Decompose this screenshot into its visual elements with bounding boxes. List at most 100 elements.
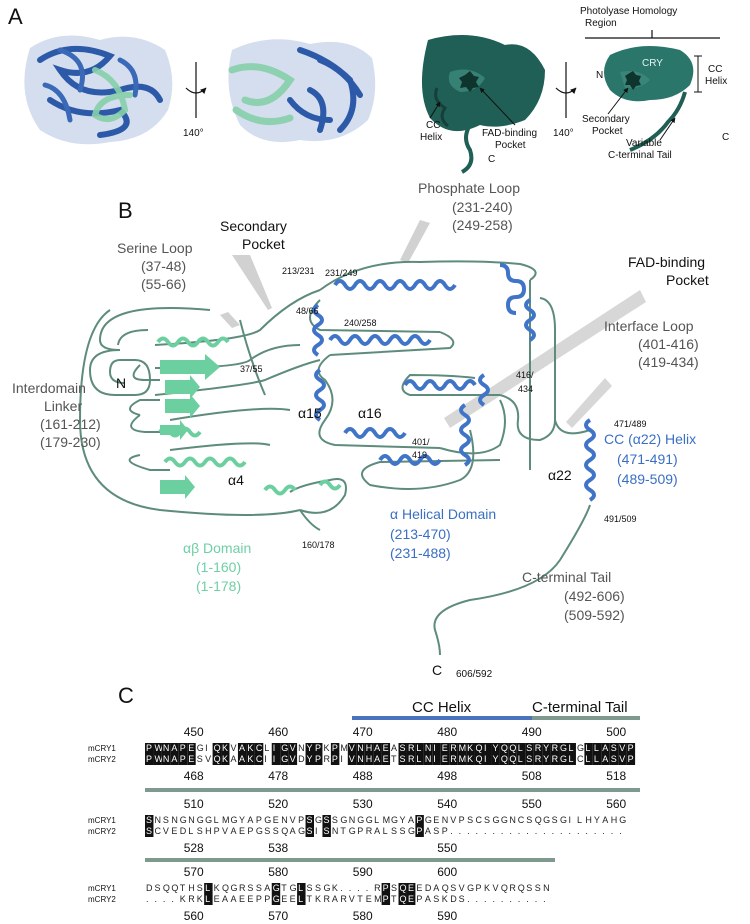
alignment-top-tick: 560	[606, 797, 626, 811]
c-tail-label: C-terminal Tail	[522, 569, 611, 585]
residue: D	[180, 826, 187, 836]
structure-render-right	[228, 39, 376, 143]
residue: L	[416, 743, 421, 753]
phosphate-loop-range-2: (249-258)	[452, 217, 513, 233]
residue: G	[501, 815, 508, 825]
residue: S	[535, 883, 541, 893]
identical-residue-box	[204, 883, 213, 905]
identical-residue-box	[280, 743, 289, 765]
residue: H	[366, 743, 373, 753]
residue: G	[425, 815, 432, 825]
alignment-bottom-tick: 468	[184, 769, 204, 783]
sequence-name: mCRY1	[88, 816, 116, 825]
residue: G	[298, 826, 305, 836]
residue: S	[433, 826, 439, 836]
residue: H	[366, 754, 373, 764]
residue: V	[205, 754, 211, 764]
identical-residue-box	[440, 743, 450, 765]
alignment-top-tick: 460	[268, 725, 288, 739]
residue: A	[374, 826, 380, 836]
residue: E	[214, 894, 220, 904]
identical-residue-box	[584, 743, 593, 765]
sequence-name: mCRY1	[88, 884, 116, 893]
identical-residue-box	[567, 743, 576, 765]
residue: N	[425, 754, 432, 764]
residue: E	[408, 894, 414, 904]
residue: .	[476, 894, 479, 904]
residue: .	[154, 894, 157, 904]
identical-residue-box	[499, 743, 509, 765]
residue: M	[459, 743, 467, 753]
residue: S	[552, 815, 558, 825]
alignment-bottom-tick: 528	[184, 841, 204, 855]
rotation-label-2: 140°	[553, 128, 574, 139]
residue: K	[332, 883, 338, 893]
residue: A	[247, 815, 253, 825]
residue: A	[231, 894, 237, 904]
identical-residue-box	[381, 883, 391, 905]
residue: I	[273, 743, 276, 753]
residue: N	[543, 883, 550, 893]
residue: G	[560, 754, 567, 764]
residue: V	[619, 754, 625, 764]
residue: E	[442, 743, 448, 753]
residue: C	[256, 743, 263, 753]
residue: G	[340, 815, 347, 825]
residue: E	[383, 743, 389, 753]
residue: A	[239, 754, 245, 764]
c-tail-bar-2	[145, 788, 640, 792]
residue: N	[298, 743, 305, 753]
identical-residue-box	[145, 743, 154, 765]
phosphate-loop-range-1: (231-240)	[452, 199, 513, 215]
residue-mark: 37/55	[240, 364, 263, 374]
cc-helix-bar-label: CC Helix	[412, 699, 472, 716]
residue: M	[340, 743, 348, 753]
residue: .	[560, 826, 563, 836]
residue: Q	[476, 754, 483, 764]
alpha-helical-range-1: (213-470)	[390, 526, 451, 542]
rotation-arrow-2: 140°	[553, 62, 577, 139]
alignment-top-tick: 580	[268, 865, 288, 879]
residue: G	[273, 883, 280, 893]
residue: E	[442, 754, 448, 764]
residue: H	[585, 815, 592, 825]
residue: Q	[509, 743, 516, 753]
residue: .	[509, 826, 512, 836]
schematic2-n-terminus: N	[596, 70, 603, 81]
residue-mark: 419	[412, 450, 427, 460]
residue: N	[163, 754, 170, 764]
residue: G	[492, 815, 499, 825]
identical-residue-box	[161, 743, 171, 765]
residue: Y	[492, 754, 498, 764]
alignment-top-tick: 480	[437, 725, 457, 739]
alignment-top-tick: 530	[353, 797, 373, 811]
residue: K	[180, 894, 186, 904]
residue: Q	[535, 815, 542, 825]
residue: E	[239, 894, 245, 904]
residue: Q	[400, 894, 407, 904]
residue: Q	[501, 754, 508, 764]
identical-residue-box	[347, 743, 357, 765]
residue: L	[298, 894, 303, 904]
residue: E	[408, 883, 414, 893]
residue: Q	[400, 883, 407, 893]
residue: L	[577, 815, 582, 825]
alignment-top-tick: 520	[268, 797, 288, 811]
residue: G	[273, 894, 280, 904]
identical-residue-box	[271, 743, 281, 765]
identical-residue-box	[432, 743, 441, 765]
residue: A	[602, 815, 608, 825]
rotation-arrow-1: 140°	[183, 62, 207, 139]
residue: .	[526, 894, 529, 904]
residue: P	[628, 754, 634, 764]
alignment-top-tick: 540	[437, 797, 457, 811]
identical-residue-box	[609, 743, 619, 765]
residue: V	[619, 743, 625, 753]
identical-residue-box	[559, 743, 568, 765]
residue: S	[526, 883, 532, 893]
interdomain-linker-label: Interdomain	[12, 380, 86, 396]
identical-residue-box	[483, 743, 492, 765]
